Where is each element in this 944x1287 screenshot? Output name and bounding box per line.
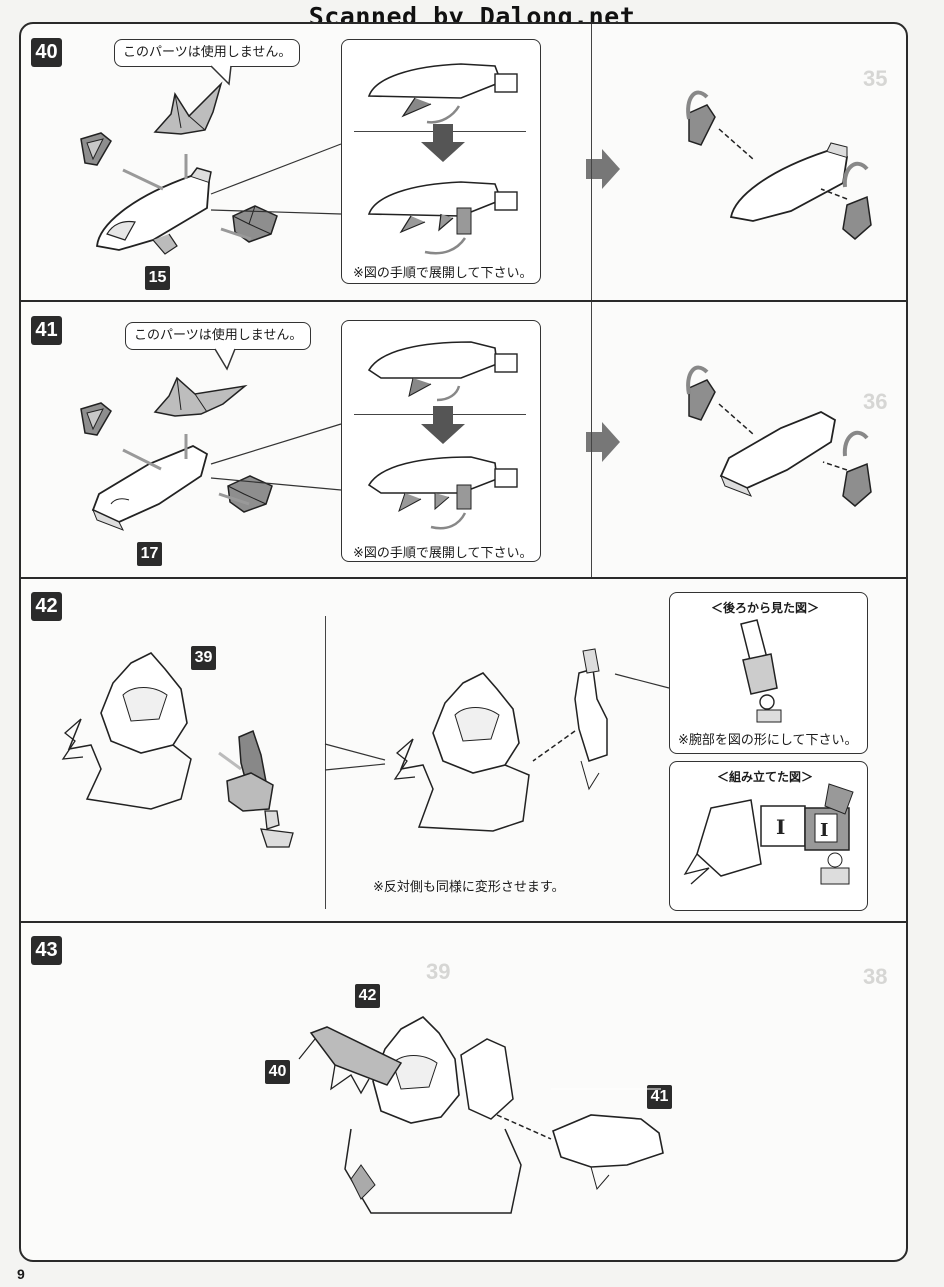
section-divider — [21, 921, 906, 923]
unfold-step-after-drawing — [367, 456, 518, 530]
opposite-side-note: ※反対側も同様に変形させます。 — [373, 880, 565, 895]
ghost-step-number: 38 — [863, 964, 888, 989]
ghost-step-number: 36 — [863, 389, 888, 414]
procedure-note: ※図の手順で展開して下さい。 — [353, 546, 533, 561]
svg-text:I: I — [820, 820, 828, 841]
ref-part-badge: 41 — [647, 1085, 672, 1109]
arm-part-drawing — [226, 729, 294, 848]
back-view-arm-drawing — [740, 619, 782, 723]
section-divider — [21, 300, 906, 302]
ghost-step-number: 35 — [863, 66, 888, 91]
callout-pointer — [210, 65, 232, 86]
ref-part-badge: 15 — [145, 266, 170, 290]
column-divider — [591, 302, 592, 577]
arrows-part-placement — [122, 154, 252, 241]
step-number-badge: 40 — [31, 38, 62, 67]
cap-piece-drawing — [80, 402, 112, 436]
ref-part-badge: 17 — [137, 542, 162, 566]
shield-body-drawing — [91, 445, 209, 531]
unused-part-callout: このパーツは使用しません。 — [114, 39, 301, 67]
arm-attach-drawing — [393, 648, 608, 832]
nose-block-drawing — [232, 205, 278, 243]
unfold-step-before-drawing — [367, 63, 518, 124]
robot-torso-drawing — [61, 652, 242, 810]
step-number-badge: 43 — [31, 936, 62, 965]
down-arrow — [421, 124, 465, 162]
back-view-title: ＜後ろから見た図＞ — [711, 601, 820, 615]
ref-part-badge: 39 — [191, 646, 216, 670]
zoom-lines — [210, 423, 342, 491]
ref-part-badge: 42 — [355, 984, 380, 1008]
final-assembly-drawing — [298, 1016, 664, 1214]
instruction-page-frame: 35 36 38 39 40 このパーツは使用しません。 — [19, 22, 908, 1262]
back-view-note: ※腕部を図の形にして下さい。 — [678, 733, 858, 748]
step-number-badge: 41 — [31, 316, 62, 345]
svg-text:I: I — [776, 815, 785, 839]
unfold-step-before-drawing — [367, 341, 518, 402]
zoom-lines — [324, 673, 670, 771]
unused-part-callout: このパーツは使用しません。 — [125, 322, 312, 350]
ref-part-badge: 40 — [265, 1060, 290, 1084]
nose-block-drawing — [227, 475, 273, 513]
cap-piece-drawing — [80, 132, 112, 166]
assembled-side-view-drawing: I I — [683, 783, 854, 885]
step-number-badge: 42 — [31, 592, 62, 621]
section-divider — [21, 577, 906, 579]
next-arrow — [586, 422, 620, 462]
next-arrow — [586, 149, 620, 189]
assembled-result-drawing — [686, 90, 872, 240]
column-divider — [325, 616, 326, 909]
down-arrow — [421, 406, 465, 444]
unfold-step-after-drawing — [367, 181, 518, 255]
arrows-part-placement — [122, 434, 250, 506]
unused-fin-part-drawing — [153, 81, 223, 135]
procedure-note: ※図の手順で展開して下さい。 — [353, 266, 533, 281]
ghost-step-number: 39 — [426, 959, 451, 984]
unused-fin-part-drawing — [153, 376, 248, 417]
zoom-lines — [210, 143, 342, 215]
assembled-result-drawing — [686, 365, 872, 507]
callout-pointer — [214, 348, 236, 371]
page-number: 9 — [17, 1266, 25, 1282]
backpack-body-drawing — [96, 167, 212, 255]
assembled-view-title: ＜組み立てた図＞ — [717, 770, 814, 784]
column-divider — [591, 24, 592, 300]
